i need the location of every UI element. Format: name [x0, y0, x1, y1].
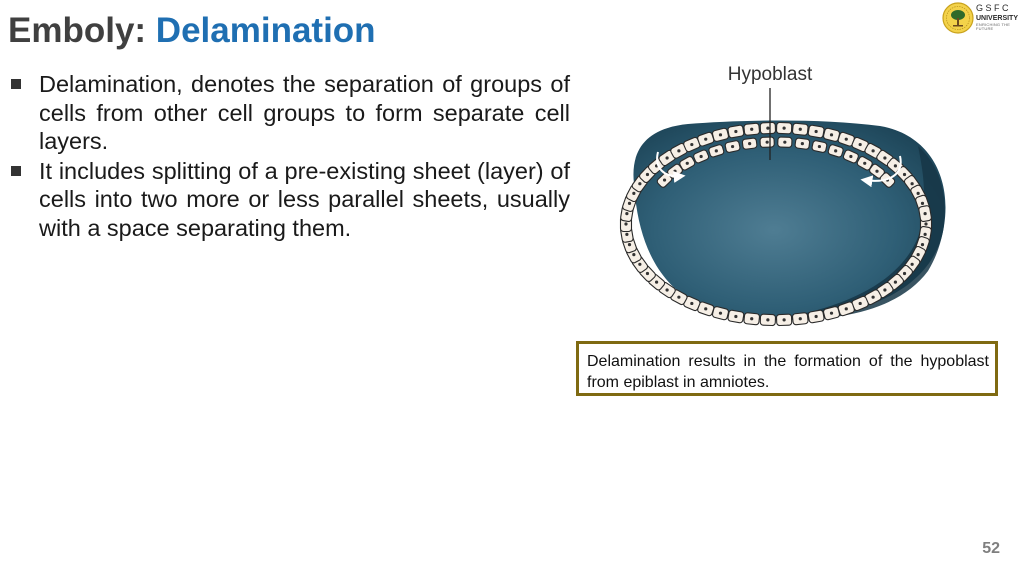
- bullet-list: Delamination, denotes the separation of …: [8, 70, 570, 243]
- cell-nucleus: [844, 137, 848, 141]
- cell-nucleus: [625, 212, 629, 216]
- cell-nucleus: [750, 127, 754, 131]
- cell-nucleus: [677, 149, 681, 153]
- cell-nucleus: [798, 127, 802, 131]
- cell-nucleus: [920, 201, 925, 205]
- cell-nucleus: [893, 164, 898, 168]
- cell-nucleus: [624, 222, 628, 226]
- cell-nucleus: [734, 314, 738, 319]
- cell-nucleus: [625, 232, 629, 236]
- cell-nucleus: [834, 149, 838, 153]
- logo-text: GSFC UNIVERSITY ENRICHING THE FUTURE: [976, 4, 1022, 31]
- cell-nucleus: [883, 156, 887, 160]
- title-prefix: Emboly:: [8, 11, 156, 50]
- cell-nucleus: [632, 253, 636, 257]
- delamination-diagram: Hypoblast: [618, 56, 954, 332]
- cell-nucleus: [718, 133, 723, 137]
- cell-nucleus: [844, 307, 848, 311]
- cell-nucleus: [871, 149, 875, 153]
- cell-nucleus: [654, 280, 659, 284]
- cell-nucleus: [677, 295, 681, 299]
- left-arrow-icon: [656, 151, 686, 183]
- blastoderm-illustration: Hypoblast: [619, 64, 946, 327]
- cell-nucleus: [902, 172, 907, 177]
- title-highlight: Delamination: [155, 11, 376, 50]
- cell-nucleus: [673, 169, 677, 173]
- right-arrow-icon: [860, 155, 902, 188]
- bullet-item: It includes splitting of a pre-existing …: [8, 157, 570, 243]
- caption-box: Delamination results in the formation of…: [576, 341, 998, 396]
- bullet-text: It includes splitting of a pre-existing …: [39, 157, 570, 241]
- cell-nucleus: [750, 317, 754, 321]
- cell-nucleus: [883, 288, 887, 292]
- cell-nucleus: [829, 133, 834, 137]
- cell-nucleus: [875, 169, 879, 173]
- cell-nucleus: [765, 140, 769, 144]
- cell-nucleus: [645, 172, 650, 177]
- cell-nucleus: [662, 178, 667, 182]
- cell-nucleus: [627, 201, 632, 205]
- cell-nucleus: [685, 161, 689, 165]
- cell-nucleus: [665, 288, 669, 292]
- cell-nucleus: [638, 262, 642, 266]
- cell-nucleus: [718, 311, 723, 315]
- cell-nucleus: [766, 318, 770, 322]
- cell-nucleus: [817, 144, 822, 149]
- cell-nucleus: [814, 314, 818, 319]
- cell-nucleus: [924, 222, 928, 226]
- cell-nucleus: [916, 253, 920, 257]
- bullet-text: Delamination, denotes the separation of …: [39, 71, 570, 154]
- square-bullet-icon: [11, 165, 21, 176]
- cell-nucleus: [704, 307, 708, 311]
- cell-nucleus: [814, 129, 818, 134]
- cell-nucleus: [871, 295, 875, 299]
- cell-nucleus: [638, 182, 642, 186]
- cell-nucleus: [690, 301, 694, 306]
- cell-nucleus: [627, 243, 632, 247]
- logo-line1: GSFC: [976, 3, 1012, 13]
- cell-nucleus: [800, 142, 804, 146]
- cell-nucleus: [782, 318, 786, 322]
- cell-nucleus: [902, 271, 907, 276]
- cell-nucleus: [893, 280, 898, 284]
- page-number: 52: [982, 540, 1000, 557]
- cell-nucleus: [714, 149, 718, 153]
- slide-title: Emboly: Delamination: [8, 8, 376, 54]
- cell-nucleus: [645, 271, 650, 276]
- cell-nucleus: [858, 142, 862, 147]
- cell-nucleus: [863, 161, 867, 165]
- cell-nucleus: [632, 191, 636, 195]
- cell-nucleus: [730, 144, 735, 149]
- cell-nucleus: [704, 137, 708, 141]
- logo-line2: UNIVERSITY: [976, 15, 1019, 22]
- university-logo: GSFC UNIVERSITY ENRICHING THE FUTURE: [942, 2, 1022, 36]
- cell-nucleus: [782, 126, 786, 130]
- tree-emblem-icon: [942, 2, 974, 34]
- bullet-item: Delamination, denotes the separation of …: [8, 70, 570, 156]
- cell-nucleus: [690, 142, 694, 147]
- cell-nucleus: [665, 156, 669, 160]
- cell-nucleus: [798, 317, 802, 321]
- cell-nucleus: [920, 243, 925, 247]
- cell-nucleus: [766, 126, 770, 130]
- cell-nucleus: [916, 191, 920, 195]
- cell-nucleus: [923, 212, 927, 216]
- cell-nucleus: [910, 182, 914, 186]
- cell-nucleus: [829, 311, 834, 315]
- cell-nucleus: [910, 262, 914, 266]
- logo-line3: ENRICHING THE FUTURE: [976, 22, 1011, 31]
- cell-nucleus: [734, 129, 738, 134]
- hypoblast-label: Hypoblast: [728, 64, 813, 85]
- cell-nucleus: [923, 232, 927, 236]
- cell-nucleus: [858, 301, 862, 306]
- cell-nucleus: [699, 154, 703, 159]
- cell-nucleus: [783, 140, 787, 144]
- cell-nucleus: [748, 142, 752, 146]
- cell-nucleus: [849, 154, 853, 159]
- square-bullet-icon: [11, 79, 21, 89]
